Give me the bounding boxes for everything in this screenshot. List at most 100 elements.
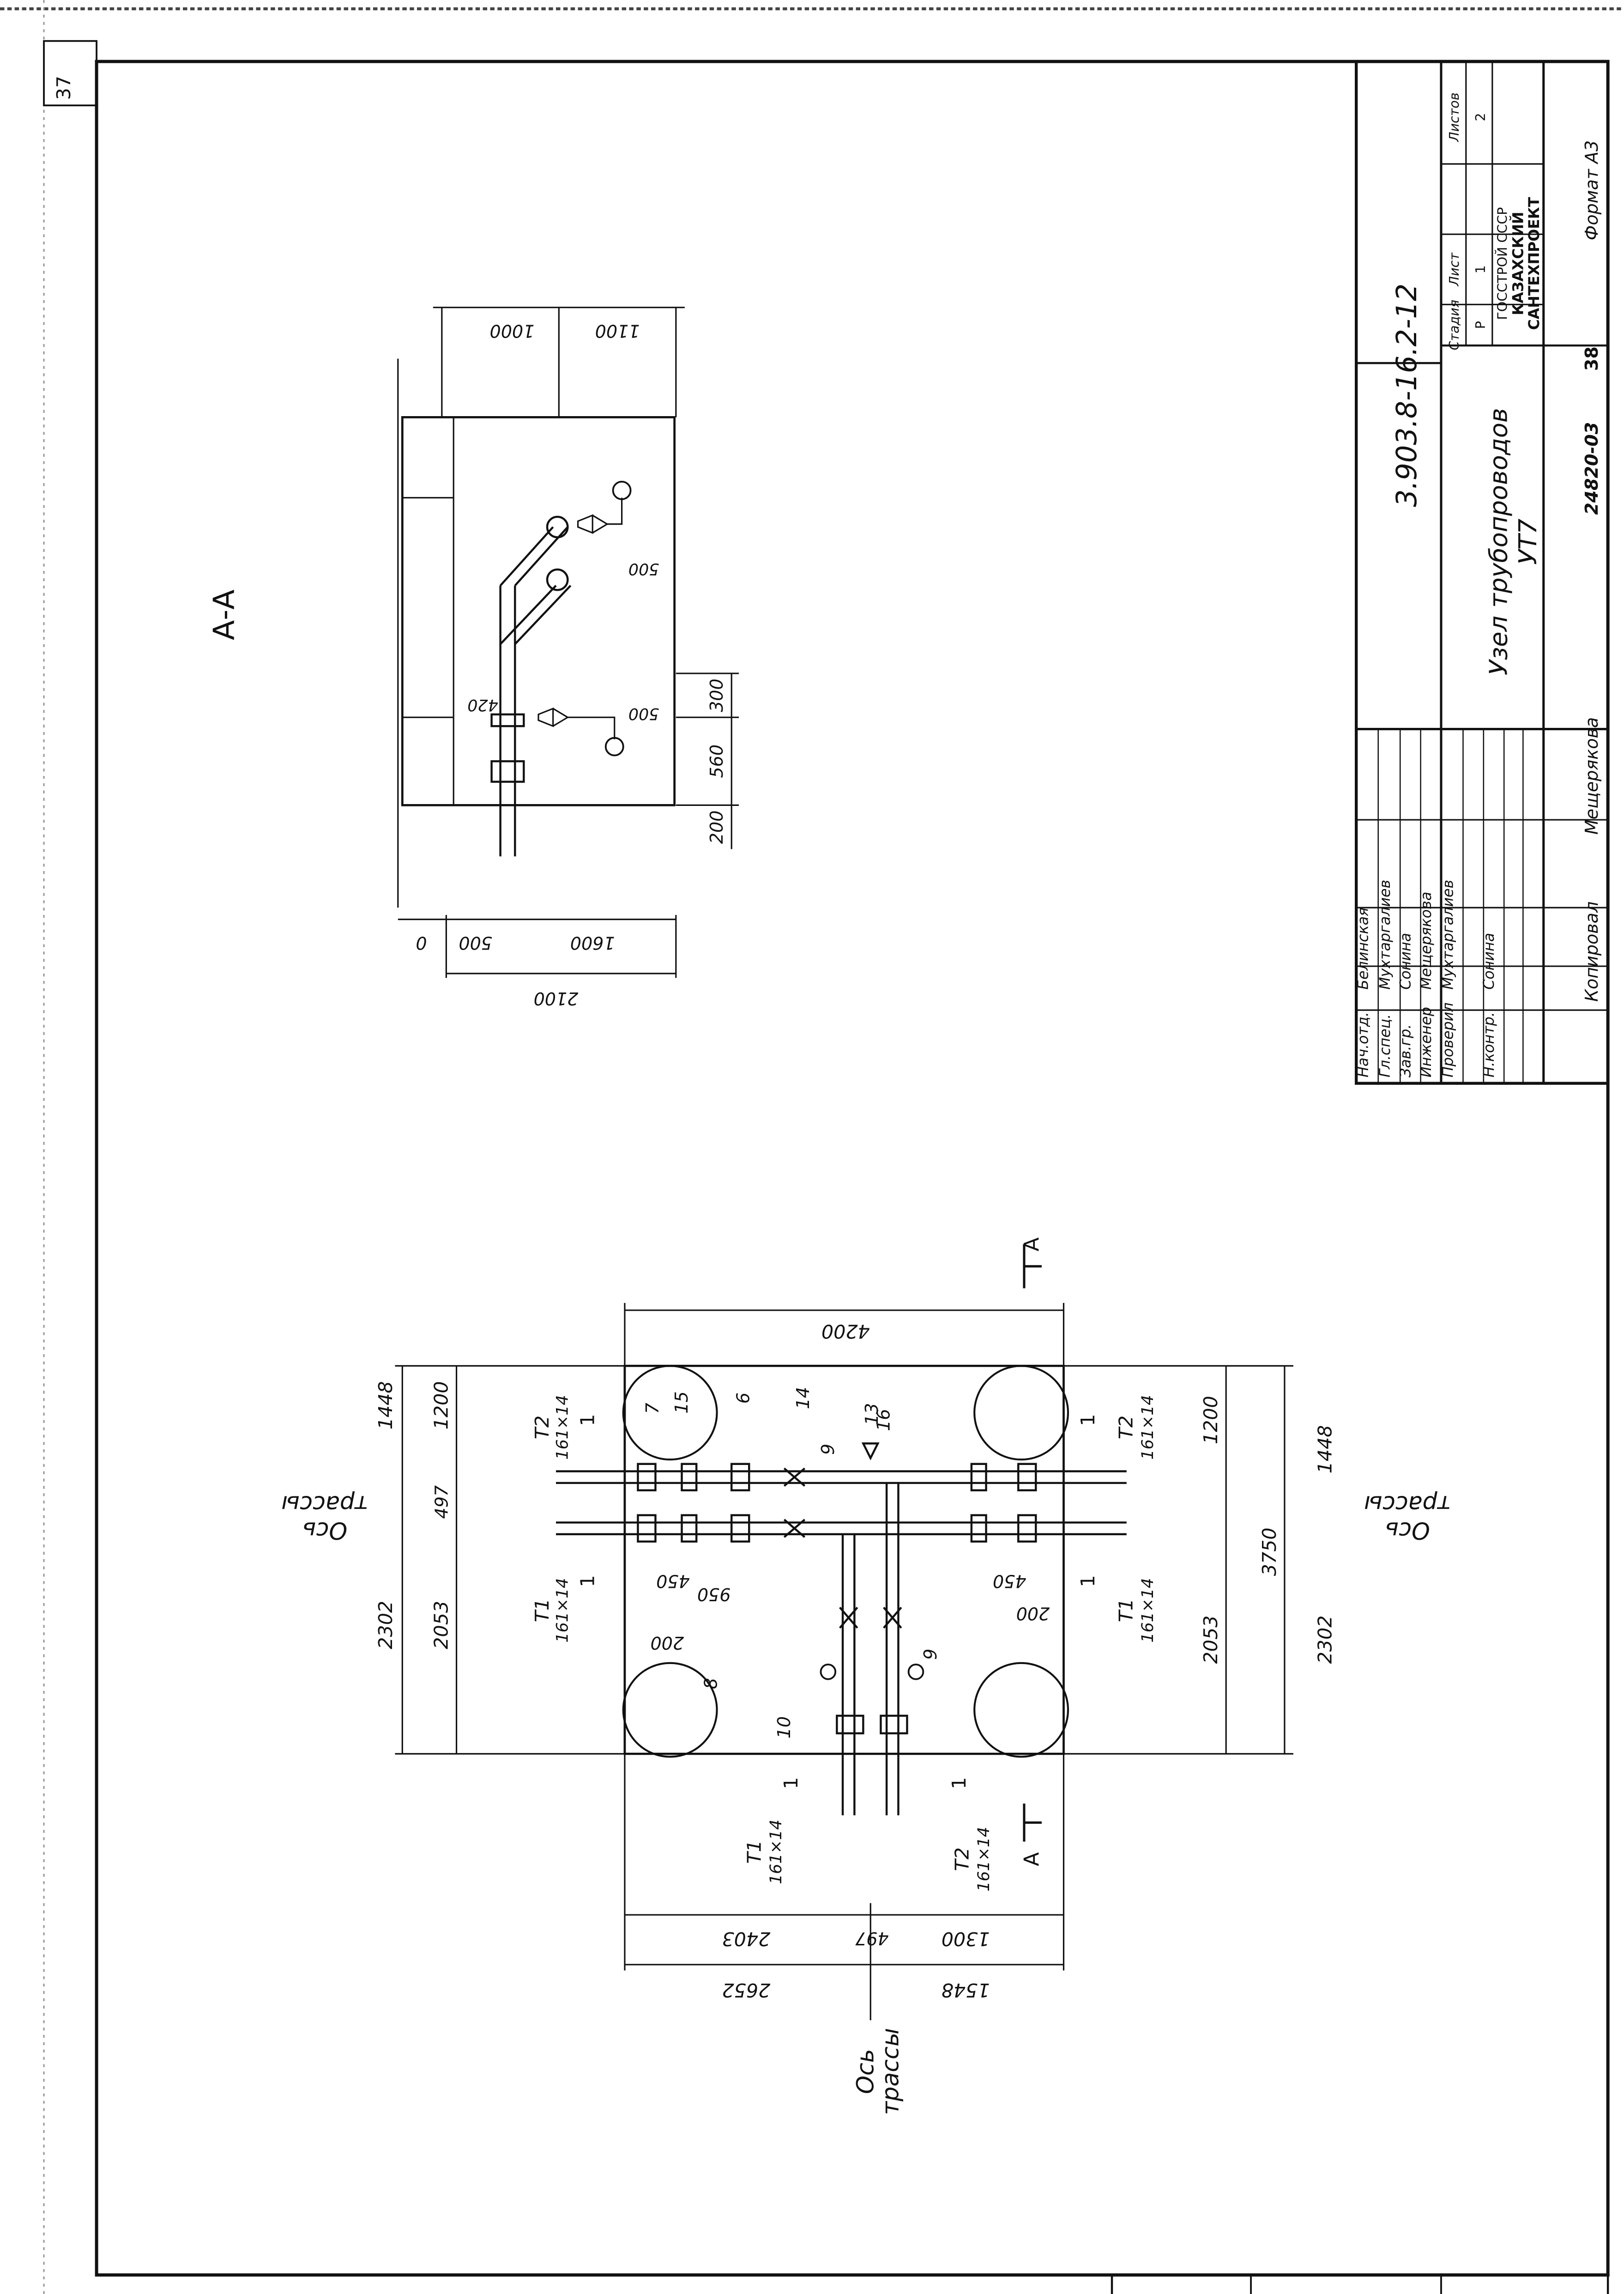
drawing-frame	[95, 60, 1610, 2277]
inventory-number: 24820-03	[1582, 422, 1602, 515]
signature-name: Мухтаргалиев	[1377, 880, 1394, 990]
signature-role: Инженер	[1418, 1007, 1435, 1077]
section-aa: А-А	[207, 307, 739, 1009]
item-6: 6	[733, 1392, 753, 1404]
cut-mark-bottom-left: 1	[780, 1777, 802, 1789]
document-code: 3.903.8-16.2-12	[1391, 284, 1423, 507]
signature-name: Мухтаргалиев	[1440, 880, 1456, 990]
drawing-title-line2: УТ7	[1513, 519, 1542, 565]
signature-name: Сонина	[1397, 933, 1414, 990]
plan-dim-2302-right: 2302	[1314, 1616, 1336, 1664]
signature-list: Нач.отд.БелинскаяГл.спец.МухтаргалиевЗав…	[1355, 880, 1497, 1077]
item-7-top: 7	[642, 1403, 663, 1414]
plan-dim-1300: 1300	[942, 1928, 990, 1950]
pipe-label-t2-right: Т2	[1115, 1416, 1137, 1439]
axis-label-left-1: Ось	[302, 1517, 348, 1544]
plan-dim-1548: 1548	[942, 1979, 990, 2001]
aa-dim-left-3: 2100	[534, 988, 579, 1009]
item-9-bottom: 9	[920, 1649, 941, 1660]
pipe-label-t1-left: Т1	[531, 1598, 553, 1622]
item-10: 10	[774, 1716, 794, 1738]
org-line-3: САНТЕХПРОЕКТ	[1526, 197, 1543, 330]
pipe-size-t1-right: 161×14	[1139, 1578, 1157, 1643]
pipe-label-t1-right: Т1	[1115, 1598, 1137, 1622]
item-14: 14	[793, 1387, 813, 1409]
signature-role: Н.контр.	[1481, 1012, 1497, 1077]
pipe-size-t2-right: 161×14	[1139, 1395, 1157, 1459]
pipe-size-t1-left: 161×14	[553, 1578, 572, 1643]
pipe-label-t2-bottom: Т2	[951, 1847, 973, 1871]
plan-dim-200-right: 200	[1016, 1603, 1050, 1623]
plan-dim-2652: 2652	[722, 1979, 771, 2001]
cut-mark-br: 1	[1077, 1575, 1099, 1587]
plan-view: А А 4200 1448 1200 497 2053 2302 3750 14…	[281, 1237, 1451, 2115]
copied-name: Мещерякова	[1582, 717, 1602, 835]
signature-role: Гл.спец.	[1377, 1014, 1394, 1077]
drawing-title-line1: Узел трубопроводов	[1484, 408, 1513, 675]
section-aa-title: А-А	[207, 589, 241, 640]
margin-number: 37	[53, 76, 75, 100]
aa-dim-inner-1: 420	[467, 696, 498, 714]
plan-dim-950: 950	[697, 1584, 731, 1604]
plan-dim-3750: 3750	[1258, 1528, 1280, 1576]
margin-number-box: 37	[43, 40, 98, 107]
aa-dim-inner-2: 500	[628, 704, 659, 723]
stage-value: Р	[1473, 321, 1488, 329]
plan-dim-2053-right: 2053	[1200, 1616, 1222, 1664]
aa-dim-right-1: 200	[706, 811, 727, 844]
plan-dim-2302-left: 2302	[374, 1601, 397, 1649]
aa-dim-right-3: 300	[706, 678, 727, 712]
format-label: Формат А3	[1582, 140, 1602, 241]
item-13: 13	[862, 1403, 882, 1425]
item-16: 16	[873, 1409, 894, 1431]
sheet-header: Лист	[1447, 252, 1462, 287]
org-line-1: ГОССТРОЙ СССР	[1495, 207, 1510, 320]
aa-dim-top-1: 1000	[490, 321, 535, 341]
plan-dim-2403: 2403	[722, 1928, 771, 1950]
plan-dim-1200-left: 1200	[430, 1381, 453, 1430]
sheet-number: 1	[1473, 265, 1488, 273]
copied-label: Копировал	[1582, 902, 1602, 1002]
sheets-header: Листов	[1447, 92, 1462, 142]
axis-label-bottom-1: Ось	[852, 2049, 879, 2094]
item-8: 8	[701, 1678, 721, 1689]
aa-dim-left-0: 0	[416, 933, 427, 953]
plan-dim-1200-right: 1200	[1200, 1396, 1222, 1444]
plan-dim-2053-left: 2053	[430, 1601, 453, 1649]
aa-dim-left-1: 500	[459, 933, 492, 953]
item-15: 15	[671, 1391, 692, 1413]
cut-mark-bottom-right: 1	[948, 1777, 970, 1789]
plan-dim-1448-right: 1448	[1314, 1425, 1336, 1474]
title-block: 3.903.8-16.2-12 Узел трубопроводов УТ7 С…	[1355, 60, 1610, 1085]
signature-name: Мещерякова	[1418, 892, 1435, 990]
cut-mark-bl: 1	[576, 1575, 598, 1587]
axis-label-bottom-2: трассы	[876, 2028, 904, 2115]
plan-dim-1448-left: 1448	[374, 1381, 397, 1430]
cut-mark-tl: 1	[576, 1414, 598, 1426]
section-pipe	[490, 526, 572, 857]
org-line-2: КАЗАХСКИЙ	[1509, 212, 1527, 315]
signature-name: Белинская	[1355, 908, 1372, 990]
aa-dim-inner-3: 500	[628, 559, 659, 578]
cut-mark-tr: 1	[1077, 1414, 1099, 1426]
signature-name: Сонина	[1481, 933, 1497, 990]
aa-dim-left-2: 1600	[570, 933, 615, 953]
aa-dim-top-2: 1100	[595, 321, 640, 341]
page-number: 38	[1582, 346, 1602, 371]
axis-label-left-2: трассы	[281, 1490, 368, 1518]
pipe-size-t1-bottom: 161×14	[767, 1820, 785, 1884]
signature-role: Проверил	[1440, 1002, 1456, 1077]
section-mark-bottom: А	[1020, 1852, 1044, 1866]
sheets-total: 2	[1473, 113, 1488, 121]
plan-dim-450-right: 450	[993, 1571, 1026, 1592]
pipe-label-t2-top-left: Т2	[531, 1416, 553, 1439]
pipe-size-t2-top-left: 161×14	[553, 1395, 572, 1459]
pipe-size-t2-bottom: 161×14	[975, 1827, 993, 1892]
item-9-top: 9	[818, 1444, 838, 1455]
axis-label-right-1: Ось	[1385, 1517, 1430, 1544]
section-mark-top: А	[1020, 1237, 1044, 1251]
plan-dim-450-left: 450	[656, 1571, 690, 1592]
plan-dim-width: 4200	[821, 1320, 870, 1343]
signature-role: Зав.гр.	[1397, 1024, 1414, 1077]
